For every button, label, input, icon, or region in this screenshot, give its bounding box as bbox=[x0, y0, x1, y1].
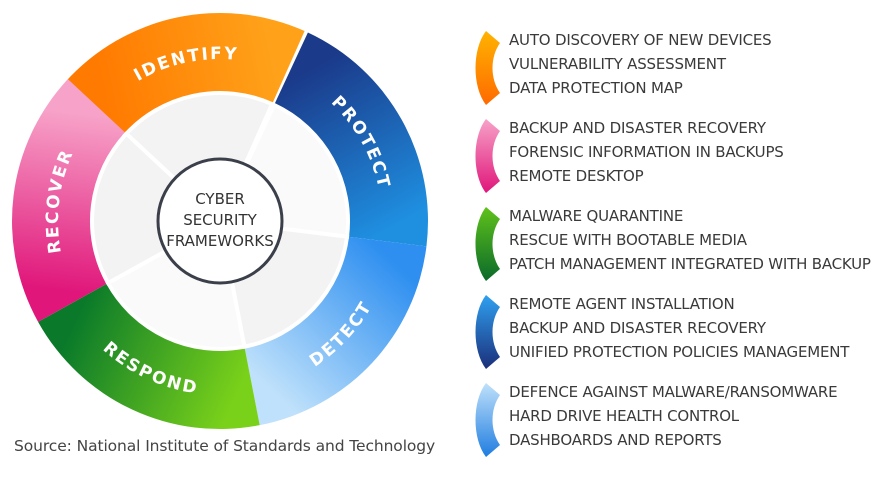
legend-identify-item: AUTO DISCOVERY OF NEW DEVICES bbox=[509, 31, 772, 49]
center-line-3: FRAMEWORKS bbox=[166, 232, 274, 250]
segment-identify bbox=[65, 12, 305, 136]
legend-detect-item: HARD DRIVE HEALTH CONTROL bbox=[509, 407, 739, 425]
legend-recover-item: BACKUP AND DISASTER RECOVERY bbox=[509, 119, 766, 137]
legend-respond-item: PATCH MANAGEMENT INTEGRATED WITH BACKUP bbox=[509, 255, 871, 273]
legend-respond-item: MALWARE QUARANTINE bbox=[509, 207, 684, 225]
segment-detect bbox=[244, 236, 427, 426]
protect-tick-icon bbox=[475, 295, 500, 369]
legend-respond: MALWARE QUARANTINE RESCUE WITH BOOTABLE … bbox=[466, 204, 881, 284]
legend-protect: REMOTE AGENT INSTALLATION BACKUP AND DIS… bbox=[466, 292, 881, 372]
detect-tick-icon bbox=[475, 383, 500, 457]
identify-tick-icon bbox=[475, 31, 500, 105]
legend-protect-item: REMOTE AGENT INSTALLATION bbox=[509, 295, 735, 313]
legend-respond-item: RESCUE WITH BOOTABLE MEDIA bbox=[509, 231, 747, 249]
legend-detect-item: DASHBOARDS AND REPORTS bbox=[509, 431, 722, 449]
legend-detect: DEFENCE AGAINST MALWARE/RANSOMWARE HARD … bbox=[466, 380, 881, 460]
legend-recover: BACKUP AND DISASTER RECOVERY FORENSIC IN… bbox=[466, 116, 881, 196]
segment-protect bbox=[274, 32, 428, 247]
respond-tick-icon bbox=[475, 207, 500, 281]
legend-detect-item: DEFENCE AGAINST MALWARE/RANSOMWARE bbox=[509, 383, 838, 401]
center-line-2: SECURITY bbox=[183, 211, 257, 229]
center-circle bbox=[156, 157, 284, 285]
source-caption: Source: National Institute of Standards … bbox=[14, 437, 436, 455]
center-line-1: CYBER bbox=[195, 190, 245, 208]
legend-protect-item: BACKUP AND DISASTER RECOVERY bbox=[509, 319, 766, 337]
legend-identify-item: DATA PROTECTION MAP bbox=[509, 79, 683, 97]
inner-wedge-recover bbox=[90, 130, 224, 286]
legend-recover-item: REMOTE DESKTOP bbox=[509, 167, 644, 185]
legend-identify: AUTO DISCOVERY OF NEW DEVICES VULNERABIL… bbox=[466, 28, 881, 108]
inner-wedge-identify bbox=[122, 91, 275, 225]
legend-identify-item: VULNERABILITY ASSESSMENT bbox=[509, 55, 726, 73]
segment-respond bbox=[38, 283, 260, 430]
legend-recover-item: FORENSIC INFORMATION IN BACKUPS bbox=[509, 143, 784, 161]
legend-protect-item: UNIFIED PROTECTION POLICIES MANAGEMENT bbox=[509, 343, 850, 361]
recover-tick-icon bbox=[475, 119, 500, 193]
